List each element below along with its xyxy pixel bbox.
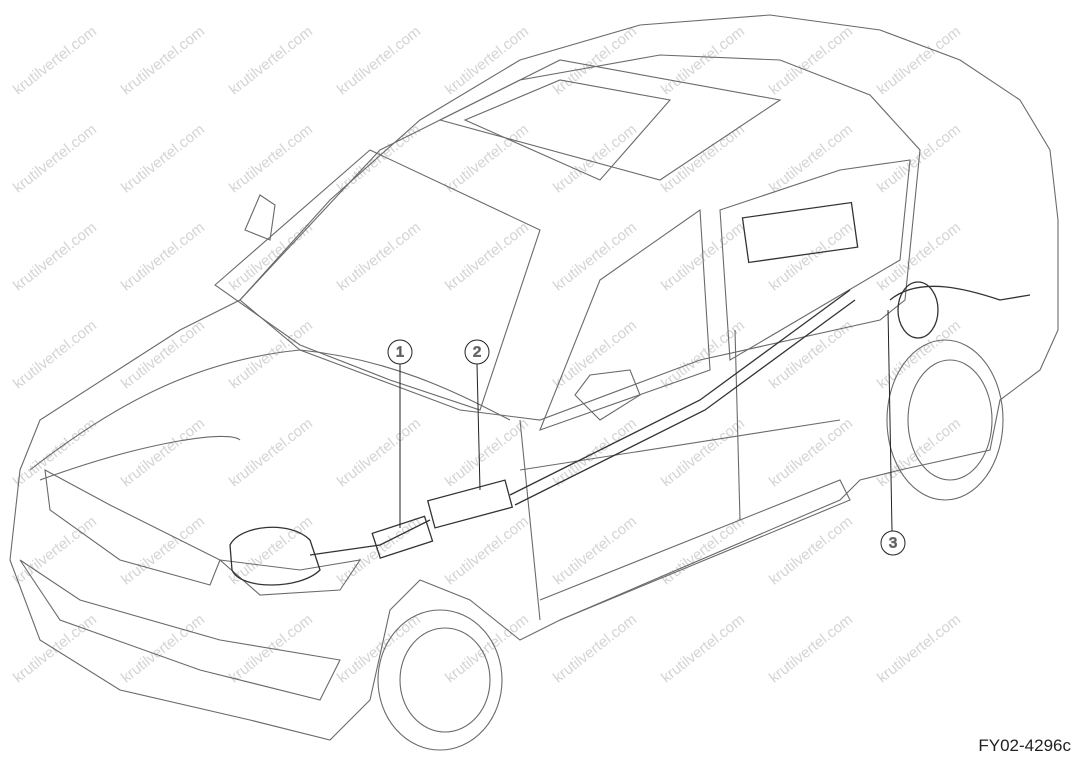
intermediate-pipe-2	[514, 299, 856, 506]
figure-code: FY02-4296c	[978, 736, 1071, 755]
sunroof-outer	[438, 59, 782, 181]
rear-muffler	[741, 201, 859, 264]
hood-line	[29, 349, 511, 471]
rear-wheel-rim	[907, 359, 993, 481]
callout-2-number: 2	[473, 344, 481, 361]
intermediate-pipe	[509, 289, 851, 496]
sunroof-inner	[463, 79, 672, 181]
catalytic-converter-front	[229, 526, 321, 586]
front-wheel	[377, 609, 503, 751]
front-wheel-rim	[399, 627, 491, 733]
rocker-panel	[539, 479, 851, 621]
side-window-rear	[719, 159, 911, 361]
callout-1-circle	[387, 339, 413, 365]
callout-3-leader	[887, 309, 893, 532]
roof-line	[239, 54, 921, 421]
callout-3-number: 3	[889, 535, 897, 552]
front-pipe	[309, 519, 431, 556]
callout-3-circle	[880, 530, 906, 556]
rear-wheel	[886, 339, 1004, 501]
headlight	[218, 559, 362, 596]
center-muffler	[426, 479, 514, 529]
left-mirror	[244, 194, 276, 241]
callout-2-leader	[476, 363, 481, 491]
hood-crease	[39, 435, 241, 481]
car-body-outline	[9, 14, 1059, 741]
side-window-front	[539, 208, 711, 431]
callout-1-number: 1	[396, 344, 404, 361]
catalytic-converter	[371, 515, 434, 559]
windshield	[214, 149, 541, 411]
bumper-lower	[19, 559, 341, 701]
grille	[44, 469, 221, 586]
side-mirror	[574, 369, 641, 421]
callout-2-circle	[464, 339, 490, 365]
tailpipe	[889, 285, 1031, 301]
door-line	[519, 329, 841, 621]
tailpipe-tip	[897, 281, 939, 339]
